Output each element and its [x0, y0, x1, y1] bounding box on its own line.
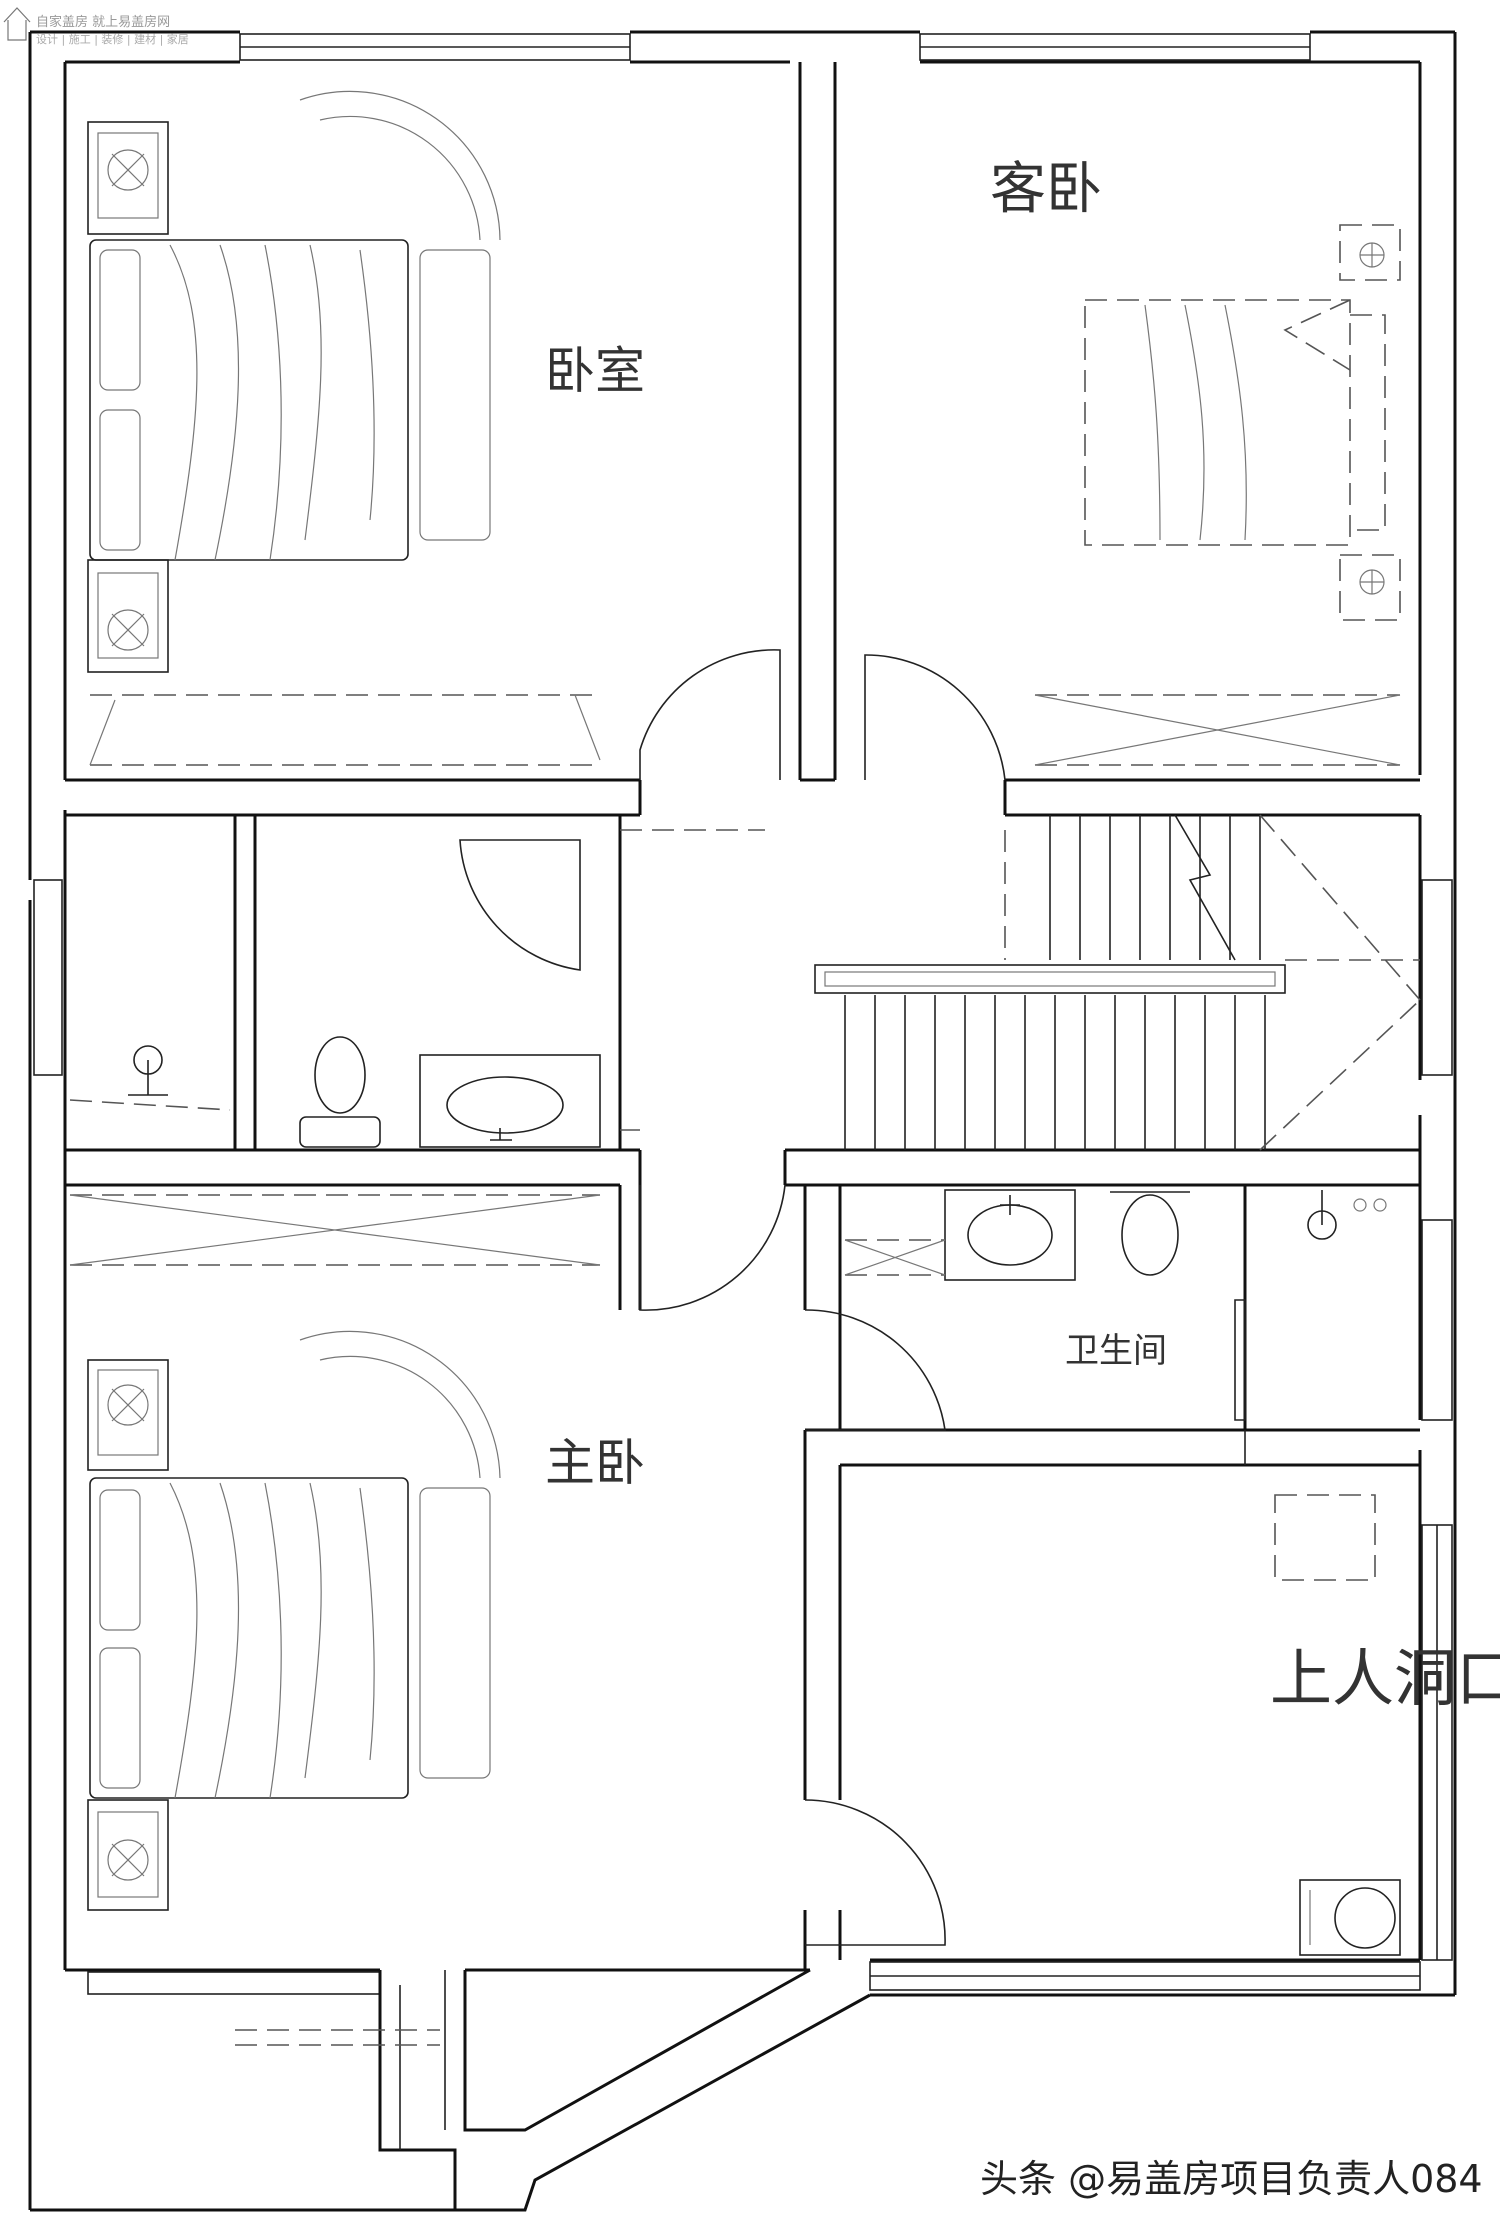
door-wc-left: [459, 839, 581, 971]
attic-hatch: [1274, 1494, 1376, 1581]
door-bathroom: [804, 1309, 946, 1431]
nightstand-icon: [87, 1799, 169, 1911]
door-guest: [864, 654, 1006, 781]
bed-icon: [89, 1330, 501, 1799]
room-label-bedroom: 卧室: [545, 342, 645, 400]
doors: [459, 649, 1006, 1946]
outer-walls: [28, 30, 1457, 2212]
door-master: [639, 1184, 786, 1311]
watermark-services: 设计 | 施工 | 装修 | 建材 | 家居: [36, 32, 189, 46]
sink-icon: [944, 1189, 1076, 1281]
door-lower-room: [804, 1799, 946, 1946]
nightstand-icon: [1339, 224, 1401, 281]
master-bedroom-furniture: [69, 1194, 601, 1911]
lower-room-fixtures: [1274, 1494, 1401, 1956]
watermark-site: 自家盖房 就上易盖房网: [36, 14, 170, 30]
house-logo-icon: [3, 7, 31, 41]
nightstand-icon: [87, 1359, 169, 1471]
bed-icon: [89, 90, 501, 561]
bedroom-furniture: [87, 90, 601, 766]
window-right-bath: [1421, 1219, 1453, 1421]
toilet-icon: [299, 1036, 381, 1148]
washing-machine-icon: [1299, 1879, 1401, 1956]
room-label-attic: 上人洞口: [1270, 1642, 1500, 1715]
window-left-mid: [33, 879, 63, 1076]
credit-text: 头条 @易盖房项目负责人084: [980, 2157, 1483, 2201]
interior-walls: [65, 62, 1420, 1970]
watermark: 自家盖房 就上易盖房网 设计 | 施工 | 装修 | 建材 | 家居: [3, 7, 189, 46]
stair-handrail: [814, 964, 1286, 994]
nightstand-icon: [87, 121, 169, 235]
window-bottom-left: [87, 1971, 381, 1995]
staircase: [814, 814, 1421, 1151]
bed-icon: [1084, 299, 1351, 546]
nightstand-icon: [87, 559, 169, 673]
nightstand-icon: [1339, 554, 1401, 621]
sink-icon: [419, 1054, 601, 1148]
room-label-bathroom: 卫生间: [1065, 1331, 1167, 1371]
wc-left-fixtures: [69, 829, 765, 1148]
room-label-guest: 客卧: [990, 157, 1102, 222]
door-bedroom: [639, 649, 781, 780]
floor-drain-icon: [1307, 1190, 1387, 1240]
room-label-master: 主卧: [545, 1434, 645, 1492]
window-right-stair: [1421, 879, 1453, 1076]
floor-drain-icon: [128, 1045, 168, 1096]
guest-bedroom-furniture: [1034, 224, 1401, 766]
toilet-icon: [1110, 1191, 1190, 1276]
bathroom-fixtures: [844, 1189, 1387, 1421]
